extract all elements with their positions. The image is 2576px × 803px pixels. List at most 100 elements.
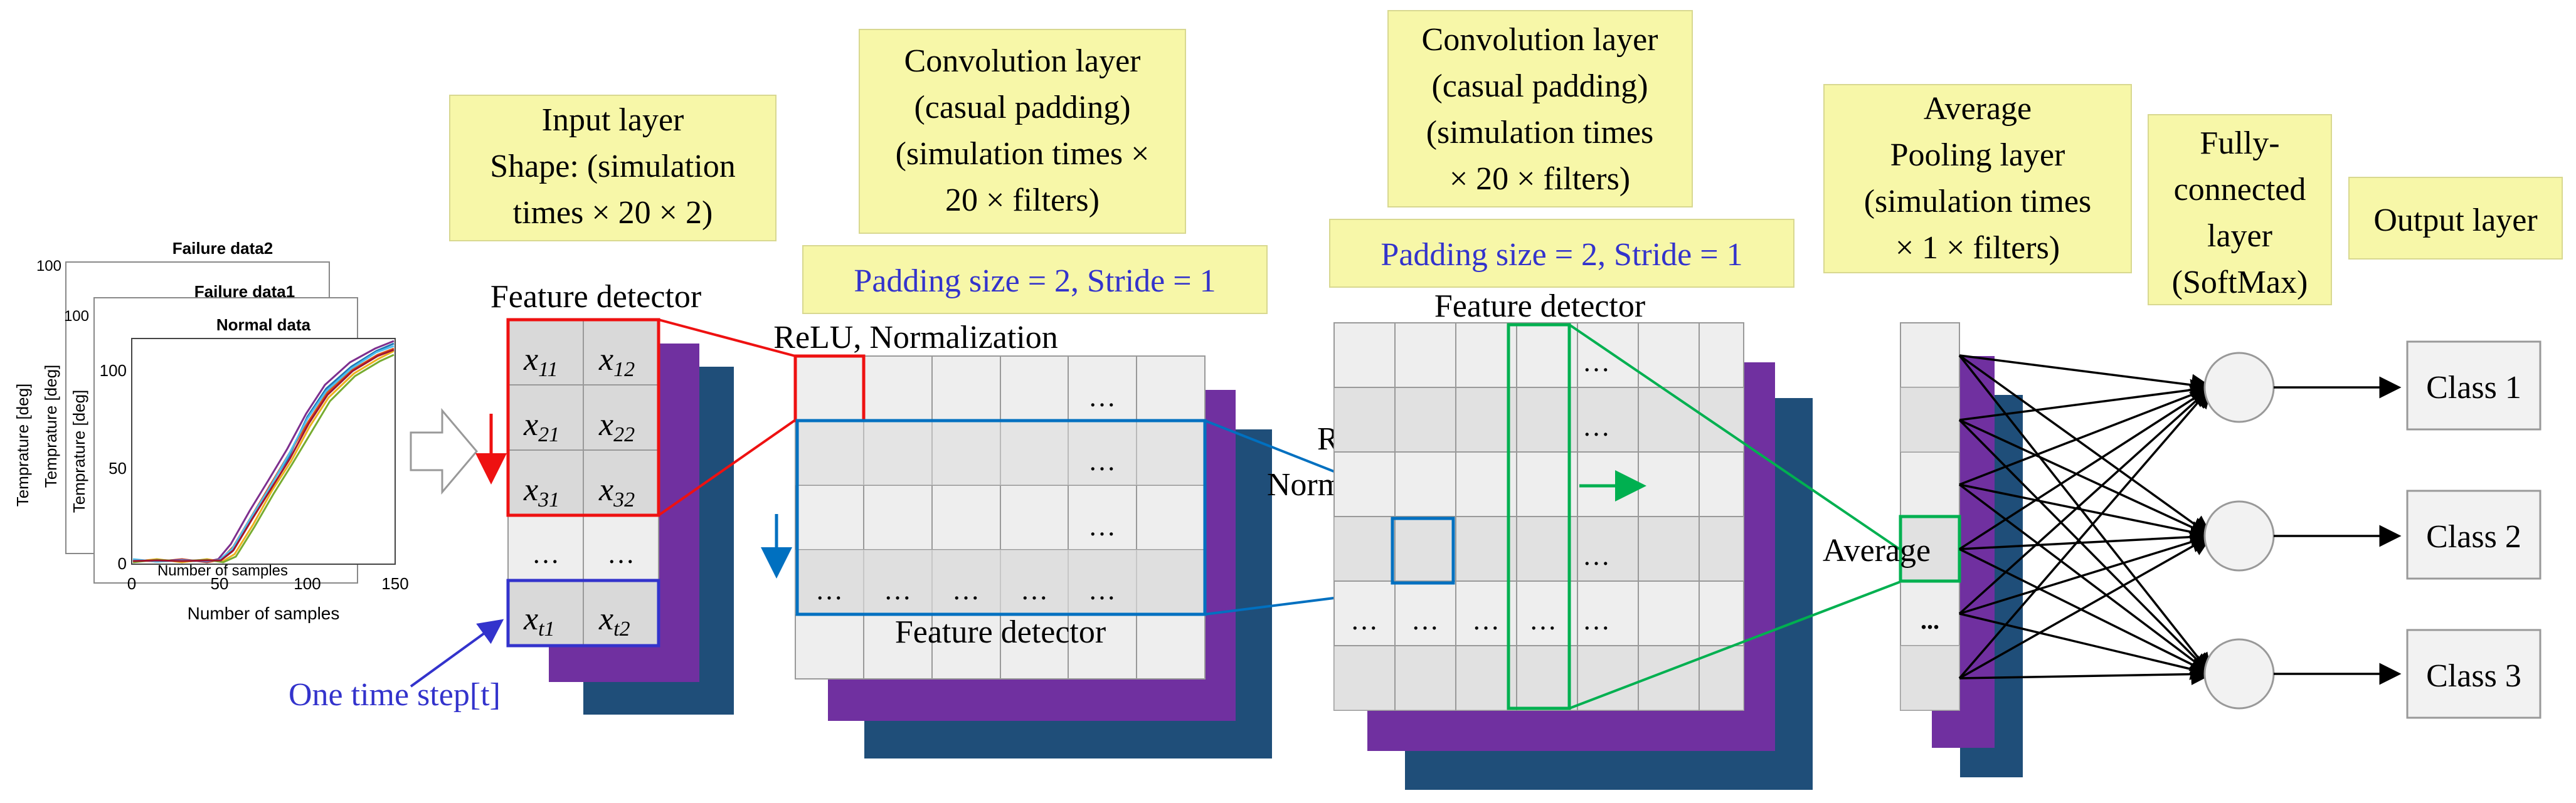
conv2-dots-r2: … — [1582, 411, 1610, 442]
plot-back-title: Failure data2 — [172, 239, 273, 258]
cell-x12: x12 — [598, 342, 635, 381]
conv2-grid — [1334, 323, 1744, 710]
conv2-dots-c4: … — [1529, 605, 1557, 636]
cell-ellipsis-a: … — [532, 538, 559, 569]
svg-text:× 1 × filters): × 1 × filters) — [1895, 230, 2060, 266]
input-feature-detector-red — [506, 318, 660, 517]
fc-nodes — [2203, 352, 2275, 710]
svg-text:Input layer: Input layer — [542, 102, 684, 138]
svg-text:Class 3: Class 3 — [2426, 658, 2521, 694]
svg-text:Padding size = 2, Stride = 1: Padding size = 2, Stride = 1 — [1381, 237, 1742, 273]
plot-mid-ylabel: Temprature [deg] — [41, 365, 60, 488]
input-time-step-box — [506, 579, 660, 648]
plot-front-xtick-0: 0 — [127, 574, 136, 593]
cell-x32: x32 — [598, 472, 635, 512]
conv1-blue-feature-detector — [795, 419, 1207, 616]
plot-front-title: Normal data — [216, 315, 311, 334]
svg-text:× 20 × filters): × 20 × filters) — [1450, 161, 1630, 197]
conv1-padding-label: Padding size = 2, Stride = 1 — [802, 245, 1268, 314]
svg-text:(simulation times: (simulation times — [1864, 184, 2092, 219]
plot-front-xtick-100: 100 — [294, 574, 321, 593]
red-projection-bottom — [657, 419, 797, 517]
plot-front-ylabel: Temprature [deg] — [70, 390, 88, 513]
conv2-dots-c1: … — [1350, 605, 1378, 636]
fc-node-3 — [2203, 638, 2275, 710]
cell-x31: x31 — [523, 472, 559, 512]
svg-text:(simulation times ×: (simulation times × — [896, 136, 1150, 172]
input-plots: Failure data2 100 Temprature [deg] Nu Fa… — [13, 239, 409, 623]
fc-layer-label: Fully- connected layer (SoftMax) — [2148, 114, 2332, 305]
svg-text:Output layer: Output layer — [2373, 202, 2537, 238]
svg-text:Class 1: Class 1 — [2426, 370, 2521, 406]
output-arrows — [2274, 376, 2402, 685]
conv1-dots-c4: … — [1020, 575, 1048, 606]
cell-x21: x21 — [523, 407, 559, 446]
svg-text:20 × filters): 20 × filters) — [945, 182, 1100, 218]
svg-text:(simulation times: (simulation times — [1426, 115, 1654, 150]
input-grid — [507, 319, 659, 646]
conv1-feature-detector-label: Feature detector — [895, 614, 1106, 650]
plot-back-ylabel: Temprature [deg] — [13, 384, 32, 507]
input-layer-block: x11 x12 x21 x22 x31 x32 … … xt1 xt2 Feat… — [289, 279, 734, 715]
cell-x11: x11 — [523, 342, 558, 381]
conv2-feature-detector-label: Feature detector — [1434, 288, 1645, 324]
conv2-blue-receptive-cell — [1391, 517, 1455, 585]
plot-front-ytick-0: 0 — [118, 554, 127, 573]
fc-connections — [1958, 354, 2213, 686]
plot-front-xtick-50: 50 — [211, 574, 229, 593]
conv2-green-feature-detector — [1507, 323, 1571, 710]
output-layer-label: Output layer — [2348, 177, 2563, 260]
cell-x22: x22 — [598, 407, 635, 446]
svg-text:Pooling layer: Pooling layer — [1890, 137, 2065, 173]
green-projection-top — [1568, 323, 1902, 551]
conv1-layer-label: Convolution layer (casual padding) (simu… — [859, 29, 1186, 234]
plot-mid-tick-100: 100 — [64, 308, 89, 325]
conv1-dots-r1: … — [1088, 382, 1116, 412]
svg-text:(casual padding): (casual padding) — [914, 90, 1130, 125]
svg-text:Shape: (simulation: Shape: (simulation — [490, 149, 735, 184]
cell-xt2: xt2 — [598, 601, 630, 641]
average-label: Average — [1823, 533, 1931, 569]
input-arrow-icon — [410, 407, 478, 495]
conv1-dots-c2: … — [884, 575, 911, 606]
conv2-block: … … … … … … … … Feature detector — [1333, 288, 1813, 790]
svg-text:times × 20 × 2): times × 20 × 2) — [513, 195, 713, 231]
plot-front-ytick-100: 100 — [100, 361, 127, 380]
conv2-padding-label: Padding size = 2, Stride = 1 — [1329, 219, 1794, 288]
svg-text:layer: layer — [2207, 218, 2272, 254]
conv2-dots-c5: … — [1582, 605, 1610, 636]
conv1-dots-c3: … — [952, 575, 980, 606]
conv1-block: … … … … … … … … Feature detector — [793, 354, 1272, 758]
svg-text:Average: Average — [1924, 91, 2032, 127]
conv2-dots-c3: … — [1472, 605, 1500, 636]
conv2-dots-r4: … — [1582, 540, 1610, 571]
conv2-dots-r1: … — [1582, 347, 1610, 377]
svg-text:(casual padding): (casual padding) — [1431, 68, 1648, 104]
conv2-layer-label: Convolution layer (casual padding) (simu… — [1387, 10, 1693, 207]
svg-text:Class 2: Class 2 — [2426, 519, 2521, 555]
one-time-step-label: One time step[t] — [289, 677, 501, 713]
plot-mid-xlabel: Number of samples — [157, 562, 288, 579]
fc-node-2 — [2203, 500, 2275, 572]
relu-normalization-label-1: ReLU, Normalization — [773, 320, 1057, 355]
green-projection-bottom — [1569, 580, 1901, 710]
conv1-dots-c1: … — [815, 575, 843, 606]
layer-label-boxes: Input layer Shape: (simulation times × 2… — [449, 10, 2563, 314]
svg-text:(SoftMax): (SoftMax) — [2172, 265, 2308, 300]
input-feature-detector-label: Feature detector — [490, 279, 701, 315]
plot-back-tick-100: 100 — [36, 258, 61, 275]
svg-text:connected: connected — [2174, 172, 2306, 207]
input-layer-label: Input layer Shape: (simulation times × 2… — [449, 95, 777, 241]
red-projection-top — [658, 318, 796, 357]
cell-ellipsis-b: … — [607, 538, 635, 569]
plot-front-curves — [132, 340, 395, 564]
plot-front-xtick-150: 150 — [381, 574, 408, 593]
cell-xt1: xt1 — [523, 601, 555, 641]
output-classes: Class 1 Class 2 Class 3 — [2406, 340, 2542, 719]
class-2-box: Class 2 — [2406, 490, 2542, 580]
fc-node-1 — [2203, 352, 2275, 423]
time-step-pointer-arrow — [410, 619, 504, 688]
pool-dots: ... — [1921, 606, 1939, 634]
svg-text:Padding size = 2, Stride = 1: Padding size = 2, Stride = 1 — [854, 263, 1216, 299]
